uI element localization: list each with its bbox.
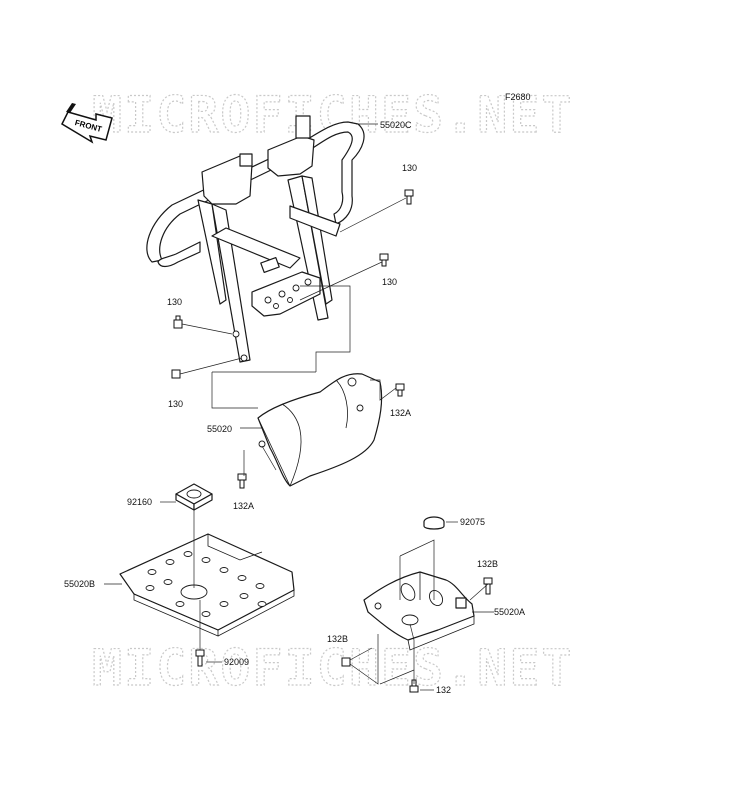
callout-130-top: 130 <box>402 163 417 173</box>
callout-92075: 92075 <box>460 517 485 527</box>
diagram-id: F2680 <box>505 92 531 102</box>
callout-130-left-upper: 130 <box>167 297 182 307</box>
bolt-132b-right <box>483 577 493 595</box>
callout-92009: 92009 <box>224 657 249 667</box>
bolt-130-top-right <box>404 189 414 205</box>
bolt-130-mid-right <box>379 253 389 267</box>
callout-132b-left: 132B <box>327 634 348 644</box>
watermark-bottom: MICROFICHES.NET <box>92 639 574 697</box>
callout-132a-left: 132A <box>233 501 254 511</box>
callout-132: 132 <box>436 685 451 695</box>
bolt-132b-left <box>341 657 351 667</box>
part-front-cover-55020 <box>257 373 383 487</box>
bolt-130-left-upper <box>173 315 183 329</box>
callout-55020a: 55020A <box>494 607 525 617</box>
leader-lines <box>104 123 494 691</box>
callout-132a-right: 132A <box>390 408 411 418</box>
bolt-132a-left <box>237 473 247 489</box>
callout-132b-right: 132B <box>477 559 498 569</box>
bolt-130-left-lower <box>171 369 181 379</box>
bolt-132a-right <box>395 383 405 397</box>
callout-130-right: 130 <box>382 277 397 287</box>
callout-130-left-lower: 130 <box>168 399 183 409</box>
callout-55020: 55020 <box>207 424 232 434</box>
front-arrow-icon: FRONT <box>61 103 113 144</box>
callout-55020b: 55020B <box>64 579 95 589</box>
part-92160 <box>175 483 213 511</box>
callout-92160: 92160 <box>127 497 152 507</box>
callout-55020c: 55020C <box>380 120 412 130</box>
part-rear-plate-55020a <box>363 571 475 651</box>
part-skid-plate-55020b <box>119 533 295 637</box>
part-cap-92075 <box>423 516 445 530</box>
part-front-guard-55020c <box>146 115 365 363</box>
